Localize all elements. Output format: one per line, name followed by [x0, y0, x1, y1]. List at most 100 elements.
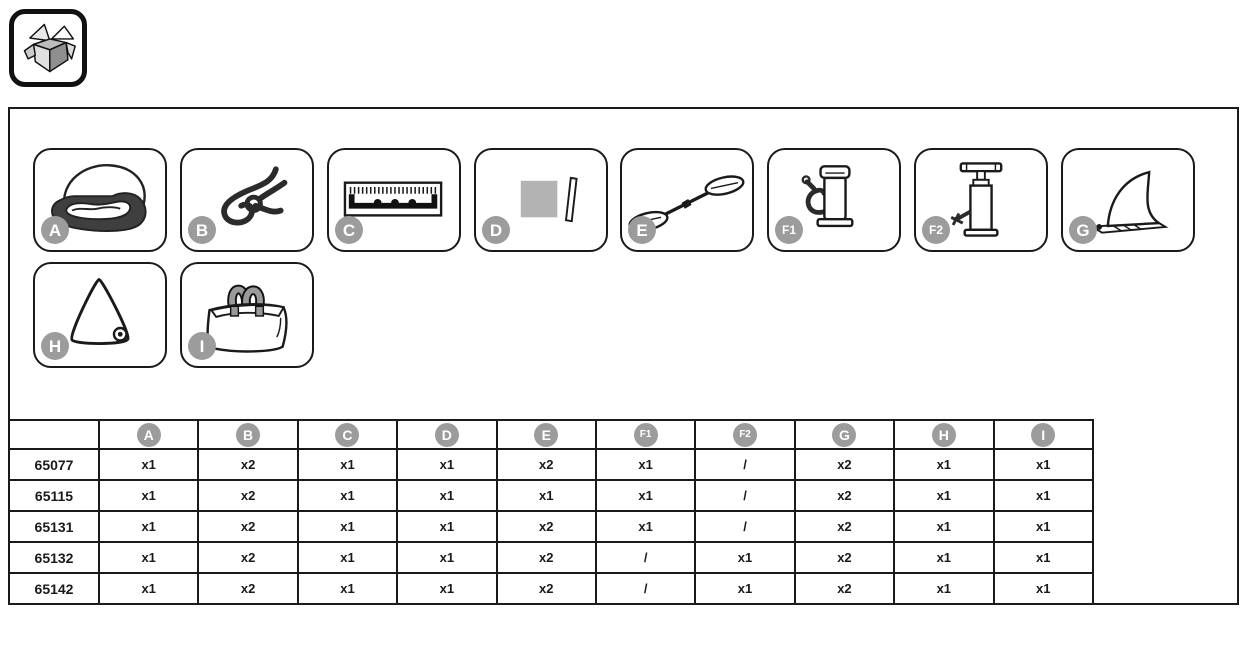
- qty-cell: x2: [793, 541, 896, 574]
- high-pressure-pump-icon: [950, 162, 1003, 237]
- qty-cell: x1: [594, 448, 697, 481]
- qty-cell: x1: [296, 541, 399, 574]
- col-header-f1: F1: [594, 419, 697, 450]
- qty-cell: x1: [893, 448, 995, 481]
- part-box-h: H: [33, 262, 167, 368]
- qty-cell: x1: [992, 448, 1095, 481]
- part-box-b: B: [180, 148, 314, 252]
- part-box-g: G: [1061, 148, 1195, 252]
- col-header-b: B: [197, 419, 299, 450]
- qty-cell: x2: [197, 541, 299, 574]
- part-badge-c: C: [335, 216, 363, 244]
- qty-cell: x2: [197, 510, 299, 543]
- parts-quantity-table: A B C D E F1 F2 G H I 65077 x1 x2 x1 x1 …: [8, 419, 1095, 605]
- qty-cell: x1: [296, 448, 399, 481]
- table-row-65115: 65115 x1 x2 x1 x1 x1 x1 / x2 x1 x1: [8, 479, 1095, 512]
- part-badge-g: G: [1069, 216, 1097, 244]
- measuring-ruler-icon: [343, 181, 443, 217]
- part-badge-f1: F1: [775, 216, 803, 244]
- header-badge-i: I: [1031, 422, 1056, 447]
- qty-cell: x1: [396, 541, 498, 574]
- qty-cell: x1: [97, 541, 200, 574]
- header-badge-c: C: [335, 422, 360, 447]
- header-badge-h: H: [931, 422, 956, 447]
- open-carton-box-icon: [23, 23, 76, 73]
- rope-icon: [221, 166, 288, 226]
- model-number: 65131: [8, 510, 100, 543]
- table-row-65132: 65132 x1 x2 x1 x1 x2 / x1 x2 x1 x1: [8, 541, 1095, 574]
- part-box-a: A: [33, 148, 167, 252]
- qty-cell: x1: [97, 572, 200, 605]
- qty-cell: /: [594, 541, 697, 574]
- qty-cell: x1: [893, 541, 995, 574]
- col-header-d: D: [396, 419, 498, 450]
- part-badge-h: H: [41, 332, 69, 360]
- part-box-i: I: [180, 262, 314, 368]
- header-badge-f2: F2: [733, 422, 758, 447]
- qty-cell: x2: [197, 572, 299, 605]
- col-header-i: I: [992, 419, 1095, 450]
- qty-cell: x1: [694, 541, 796, 574]
- header-badge-a: A: [136, 422, 161, 447]
- header-badge-f1: F1: [633, 422, 658, 447]
- qty-cell: x1: [296, 479, 399, 512]
- table-header-row: A B C D E F1 F2 G H I: [8, 419, 1095, 450]
- qty-cell: x1: [893, 510, 995, 543]
- qty-cell: x1: [992, 541, 1095, 574]
- qty-cell: x2: [495, 510, 597, 543]
- header-badge-d: D: [434, 422, 459, 447]
- header-badge-g: G: [832, 422, 857, 447]
- qty-cell: x2: [197, 448, 299, 481]
- part-badge-b: B: [188, 216, 216, 244]
- qty-cell: x1: [396, 510, 498, 543]
- model-number: 65142: [8, 572, 100, 605]
- qty-cell: x1: [396, 448, 498, 481]
- qty-cell: x2: [793, 448, 896, 481]
- qty-cell: x1: [992, 479, 1095, 512]
- qty-cell: x2: [793, 572, 896, 605]
- qty-cell: x1: [594, 510, 697, 543]
- part-box-f1: F1: [767, 148, 901, 252]
- qty-cell: x1: [396, 479, 498, 512]
- qty-cell: x1: [97, 448, 200, 481]
- part-box-c: C: [327, 148, 461, 252]
- qty-cell: /: [694, 510, 796, 543]
- qty-cell: x2: [495, 448, 597, 481]
- part-badge-e: E: [628, 216, 656, 244]
- qty-cell: x1: [893, 479, 995, 512]
- parts-panel: A B C D: [8, 107, 1239, 605]
- part-badge-i: I: [188, 332, 216, 360]
- part-box-e: E: [620, 148, 754, 252]
- qty-cell: x1: [694, 572, 796, 605]
- qty-cell: x1: [97, 479, 200, 512]
- qty-cell: x2: [495, 572, 597, 605]
- header-badge-e: E: [534, 422, 559, 447]
- part-box-f2: F2: [914, 148, 1048, 252]
- model-number: 65115: [8, 479, 100, 512]
- qty-cell: x1: [296, 510, 399, 543]
- triangular-cover-icon: [70, 277, 130, 345]
- qty-cell: x2: [793, 510, 896, 543]
- qty-cell: x1: [893, 572, 995, 605]
- qty-cell: x2: [793, 479, 896, 512]
- model-number: 65077: [8, 448, 100, 481]
- part-badge-f2: F2: [922, 216, 950, 244]
- unpack-step-icon: [9, 9, 87, 87]
- col-header-g: G: [793, 419, 896, 450]
- carry-bag-icon: [206, 284, 288, 353]
- qty-cell: x1: [594, 479, 697, 512]
- table-row-65077: 65077 x1 x2 x1 x1 x2 x1 / x2 x1 x1: [8, 448, 1095, 481]
- part-badge-a: A: [41, 216, 69, 244]
- qty-cell: x1: [495, 479, 597, 512]
- qty-cell: /: [694, 479, 796, 512]
- table-row-65131: 65131 x1 x2 x1 x1 x2 x1 / x2 x1 x1: [8, 510, 1095, 543]
- col-header-h: H: [893, 419, 995, 450]
- hand-pump-icon: [801, 165, 854, 228]
- header-badge-b: B: [236, 422, 261, 447]
- qty-cell: x1: [296, 572, 399, 605]
- model-header-cell: [8, 419, 100, 450]
- col-header-c: C: [296, 419, 399, 450]
- repair-patch-icon: [520, 176, 578, 223]
- part-box-d: D: [474, 148, 608, 252]
- qty-cell: x1: [97, 510, 200, 543]
